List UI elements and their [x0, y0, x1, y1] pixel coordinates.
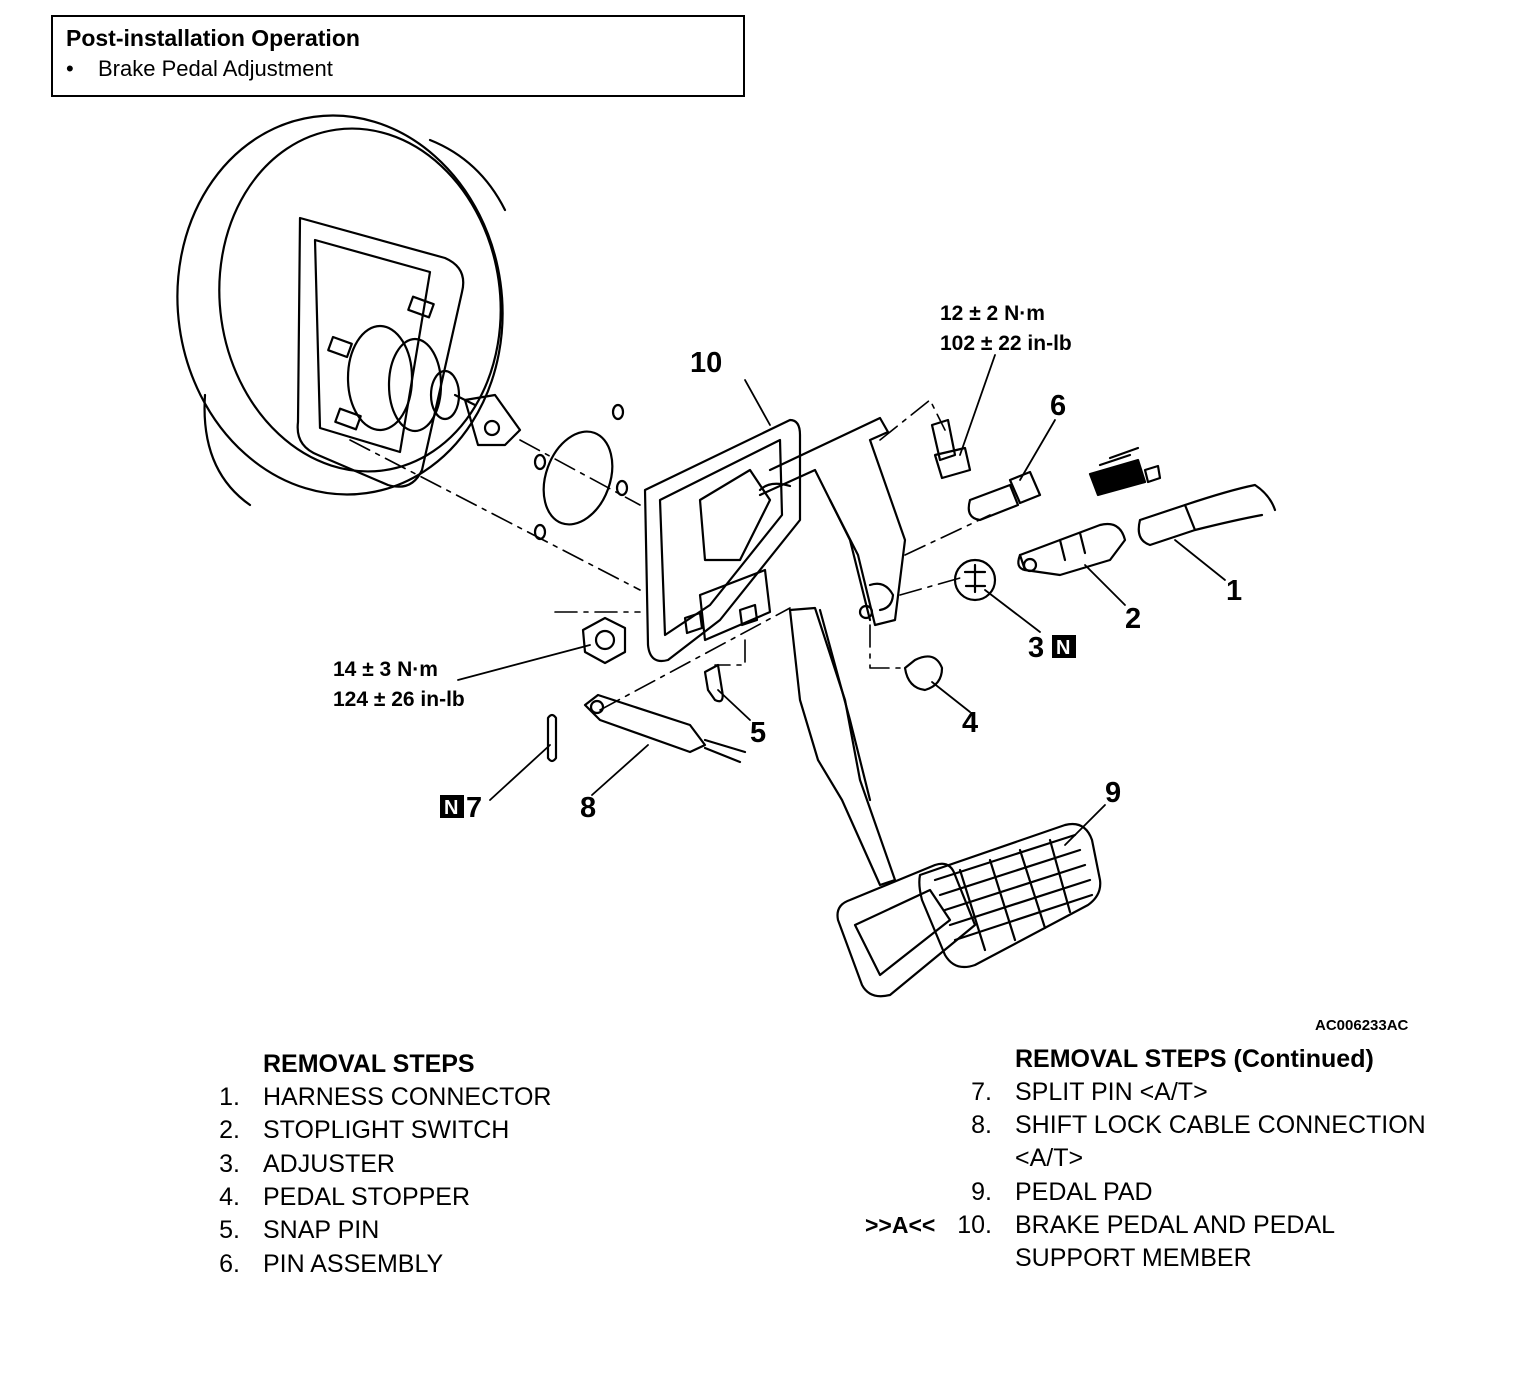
- step-number: 6.: [219, 1250, 240, 1278]
- step-number: 3.: [219, 1150, 240, 1178]
- n-marker-3: [1052, 635, 1076, 658]
- n-marker-3-text: N: [1056, 637, 1070, 659]
- step-text: STOPLIGHT SWITCH: [263, 1116, 510, 1144]
- torque-top-nm: 12 ± 2 N·m: [940, 302, 1045, 325]
- post-installation-item-text: Brake Pedal Adjustment: [98, 56, 333, 81]
- pedal-support-member: [643, 416, 907, 663]
- bullet-icon: •: [66, 56, 74, 81]
- brake-booster: [176, 114, 522, 507]
- callouts: 10 6 1 2 3 N 4 5 N 7 8 9: [440, 347, 1242, 824]
- callout-1: 1: [1226, 575, 1242, 607]
- torque-left-nm: 14 ± 3 N·m: [333, 658, 438, 681]
- stoplight-switch: [1017, 522, 1127, 577]
- callout-2: 2: [1125, 603, 1141, 635]
- brake-pedal-arm: [788, 606, 897, 887]
- brake-pedal-exploded-diagram: 10 6 1 2 3 N 4 5 N 7 8 9 12 ± 2 N·m 102 …: [176, 114, 1409, 1034]
- callout-5: 5: [750, 717, 766, 749]
- alignment-lines: [349, 399, 991, 711]
- figure-id: AC006233AC: [1315, 1017, 1409, 1034]
- step-number: 8.: [971, 1111, 992, 1139]
- step-number: 9.: [971, 1178, 992, 1206]
- harness-connector-part: [1137, 483, 1277, 547]
- callout-6: 6: [1050, 390, 1066, 422]
- gasket: [533, 403, 629, 541]
- post-installation-item: • Brake Pedal Adjustment: [66, 56, 333, 82]
- callout-7: 7: [466, 792, 482, 824]
- snap-pin-part: [703, 663, 724, 703]
- step-number: 1.: [219, 1083, 240, 1111]
- callout-9: 9: [1105, 777, 1121, 809]
- step-text: ADJUSTER: [263, 1150, 395, 1178]
- split-pin-part: [546, 713, 558, 763]
- callout-4: 4: [962, 707, 978, 739]
- step-text: SPLIT PIN <A/T>: [1015, 1078, 1208, 1106]
- step-text: PEDAL PAD: [1015, 1178, 1153, 1206]
- step-number: 7.: [971, 1078, 992, 1106]
- mounting-nut: [581, 616, 627, 665]
- pin-assembly: [967, 446, 1162, 522]
- step-text: PEDAL STOPPER: [263, 1183, 471, 1211]
- pedal-stopper-part: [903, 655, 944, 692]
- mounting-bolt: [930, 418, 972, 480]
- removal-steps-heading: REMOVAL STEPS: [263, 1050, 475, 1078]
- step-number: 10.: [957, 1211, 992, 1239]
- torque-left-inlb: 124 ± 26 in-lb: [333, 688, 465, 711]
- leader-lines: [457, 354, 1226, 846]
- step-number: 5.: [219, 1216, 240, 1244]
- callout-10: 10: [690, 347, 722, 379]
- torque-top-inlb: 102 ± 22 in-lb: [940, 332, 1072, 355]
- shift-lock-cable-part: [583, 693, 747, 764]
- service-point-marker: >>A<<: [865, 1212, 936, 1238]
- step-text: SHIFT LOCK CABLE CONNECTION: [1015, 1111, 1426, 1139]
- step-text: SNAP PIN: [263, 1216, 380, 1244]
- pedal-pad: [836, 822, 1102, 998]
- step-number: 2.: [219, 1116, 240, 1144]
- adjuster-part: [953, 558, 997, 602]
- step-text-continued: <A/T>: [1015, 1144, 1084, 1172]
- callout-8: 8: [580, 792, 596, 824]
- step-text: PIN ASSEMBLY: [263, 1250, 444, 1278]
- step-text-continued: SUPPORT MEMBER: [1015, 1244, 1252, 1272]
- removal-steps-continued-heading: REMOVAL STEPS (Continued): [1015, 1045, 1374, 1073]
- step-number: 4.: [219, 1183, 240, 1211]
- post-installation-title: Post-installation Operation: [66, 25, 360, 51]
- step-text: BRAKE PEDAL AND PEDAL: [1015, 1211, 1336, 1239]
- n-marker-7-text: N: [444, 797, 458, 819]
- step-text: HARNESS CONNECTOR: [263, 1083, 552, 1111]
- callout-3: 3: [1028, 632, 1044, 664]
- post-installation-box: Post-installation Operation • Brake Pedal…: [51, 15, 745, 97]
- torque-labels: 12 ± 2 N·m 102 ± 22 in-lb 14 ± 3 N·m 124…: [333, 302, 1072, 711]
- n-marker-7: [440, 795, 464, 818]
